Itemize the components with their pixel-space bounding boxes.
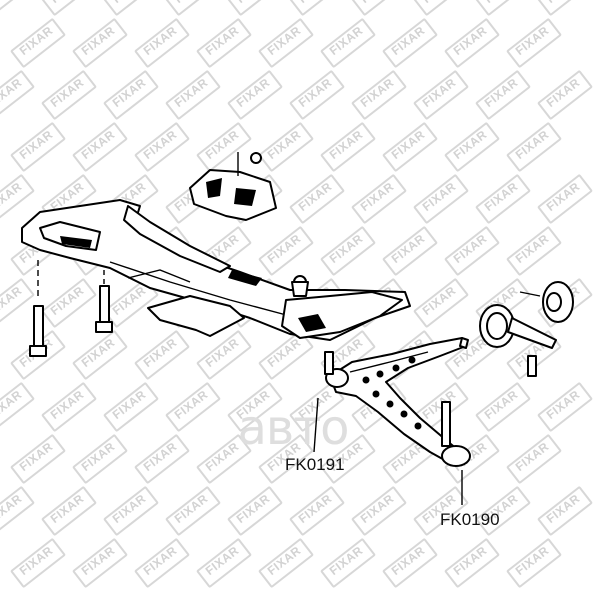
- leader-fk0191: [313, 397, 319, 453]
- upper-bracket: [189, 152, 277, 221]
- subframe: [21, 199, 411, 341]
- subframe-bolts: [29, 260, 113, 357]
- lower-control-arm: [324, 337, 471, 467]
- brand-watermark: авто: [237, 400, 349, 456]
- rear-bushing: [479, 281, 574, 377]
- callout-fk0190: FK0190: [440, 510, 500, 529]
- callout-fk0191: FK0191: [285, 455, 345, 474]
